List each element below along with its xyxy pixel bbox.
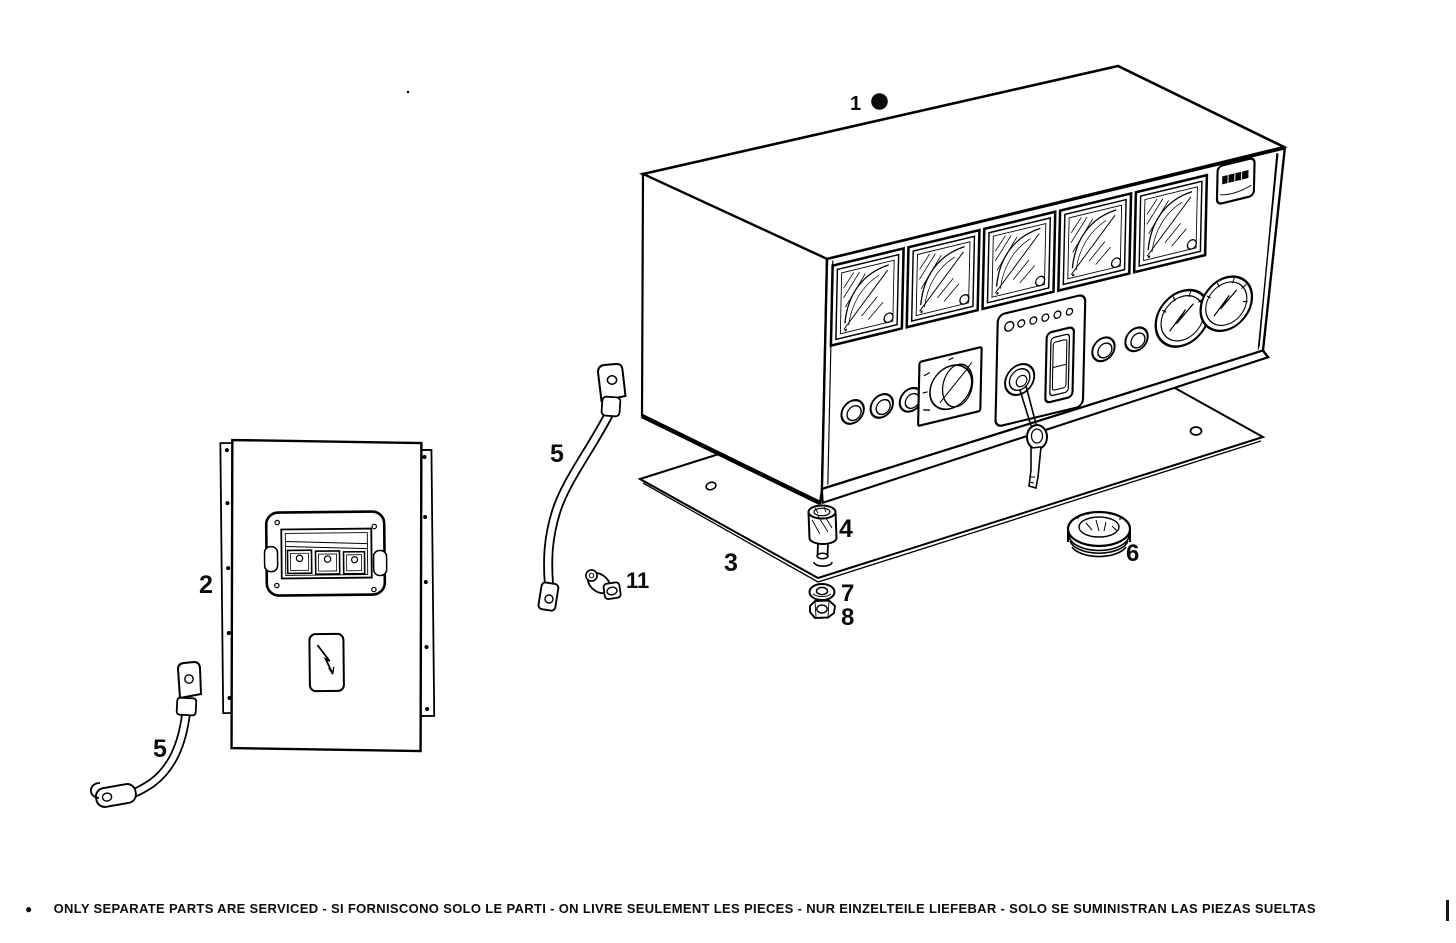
analog-meter: [829, 247, 905, 347]
plate-hole: [705, 481, 717, 491]
part-5-cable-lower: [90, 660, 203, 808]
part-1-control-panel: [638, 64, 1288, 505]
box-base-strip: [820, 349, 1271, 505]
indicator-light: [1065, 307, 1074, 316]
callout-5-lower: 5: [153, 735, 167, 763]
plate-hole: [1189, 426, 1203, 436]
callout-3: 3: [724, 549, 738, 577]
callout-4: 4: [839, 515, 853, 543]
badge-logo: [1215, 157, 1256, 205]
indicator-light: [1017, 319, 1026, 328]
rotary-switch: [917, 346, 983, 427]
part-6-grommet: [1066, 510, 1132, 558]
footer-note: ● ONLY SEPARATE PARTS ARE SERVICED - SI …: [25, 901, 1316, 916]
part-5-cable-upper: [537, 362, 627, 612]
analog-meter: [905, 228, 981, 329]
indicator-light: [1041, 313, 1050, 322]
callout-1: 1: [850, 93, 861, 115]
part-4-vibration-mount: [807, 504, 838, 567]
analog-meter: [1132, 173, 1209, 274]
indicator-light: [1004, 320, 1015, 332]
callout-5-upper: 5: [550, 440, 564, 468]
lightning-label: [308, 632, 345, 693]
indicator-light: [1029, 316, 1038, 325]
analog-meter: [1057, 192, 1133, 292]
callout-7: 7: [841, 580, 854, 607]
callout-1-dot: [871, 93, 888, 110]
callout-6: 6: [1126, 540, 1139, 567]
panel-key: [1019, 385, 1048, 490]
bullet-icon: ●: [25, 902, 33, 916]
scan-speck: [406, 90, 410, 94]
rocker-switch: [1044, 326, 1075, 404]
box-left-face: [640, 172, 829, 505]
indicator-light: [1053, 310, 1062, 319]
part-7-washer: [808, 583, 836, 601]
callout-8: 8: [841, 604, 854, 631]
callouts: 1 2 3 4 5 5 6 7 8 11: [153, 93, 1139, 763]
indicator-panel: [994, 294, 1087, 427]
connector-block: [263, 510, 388, 597]
open-clip: [90, 782, 101, 799]
cable-end-lug: [94, 783, 137, 808]
page-edge-mark: [1446, 900, 1449, 921]
callout-2: 2: [199, 571, 213, 599]
part-11-clamp: [585, 569, 622, 600]
box-front-face: [820, 146, 1287, 505]
part-8-nut: [809, 599, 837, 619]
footer-text: ONLY SEPARATE PARTS ARE SERVICED - SI FO…: [53, 901, 1316, 916]
analog-meter: [981, 210, 1057, 311]
callout-11: 11: [626, 568, 649, 593]
part-2-access-panel: [219, 438, 436, 753]
